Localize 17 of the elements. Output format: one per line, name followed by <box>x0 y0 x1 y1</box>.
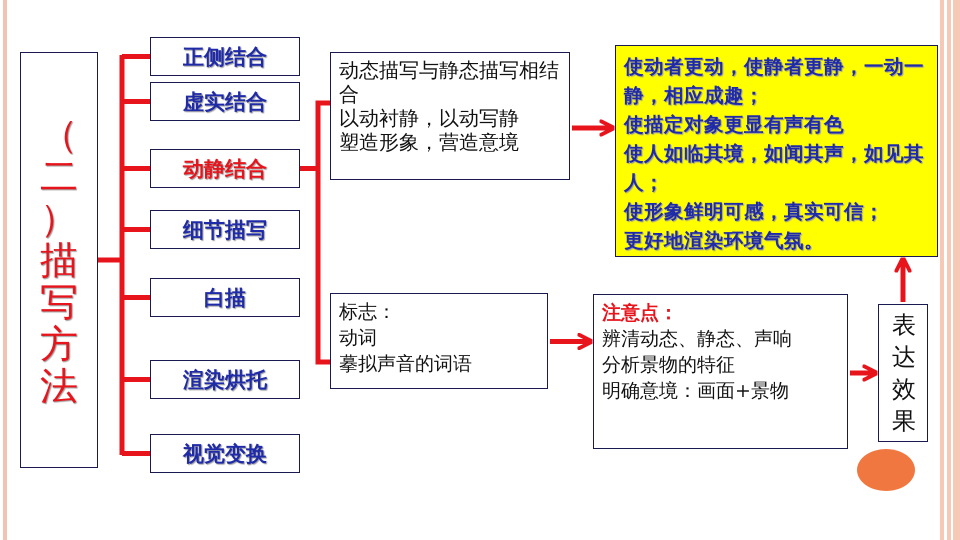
method-box: 细节描写 <box>150 210 300 249</box>
method-box: 正侧结合 <box>150 37 300 76</box>
method-box: 白描 <box>150 278 300 317</box>
method-box: 渲染烘托 <box>150 360 300 399</box>
method-box: 虚实结合 <box>150 82 300 121</box>
text-box: 动态描写与静态描写相结合 以动衬静，以动写静 塑造形象，营造意境 <box>330 52 570 180</box>
arrow <box>850 364 880 382</box>
arrow <box>550 332 594 351</box>
text-box: 标志： 动词 摹拟声音的词语 <box>330 293 548 389</box>
text-box: 使动者更动，使静者更静，一动一静，相应成趣； 使描定对象更显有声有色 使人如临其境，如闻其声，如见其人； 使形象鲜明可感，真实可信； 更好地渲染环境气氛。 <box>615 45 938 257</box>
title-box: （二）描写方法 <box>20 52 98 468</box>
result-box: 表达效果 <box>878 304 928 442</box>
method-box: 动静结合 <box>150 149 300 188</box>
arrow <box>572 118 616 138</box>
arrow <box>894 256 912 302</box>
text-box: 注意点： 辨清动态、静态、声响 分析景物的特征 明确意境：画面+景物 <box>593 294 848 449</box>
method-box: 视觉变换 <box>150 434 300 473</box>
